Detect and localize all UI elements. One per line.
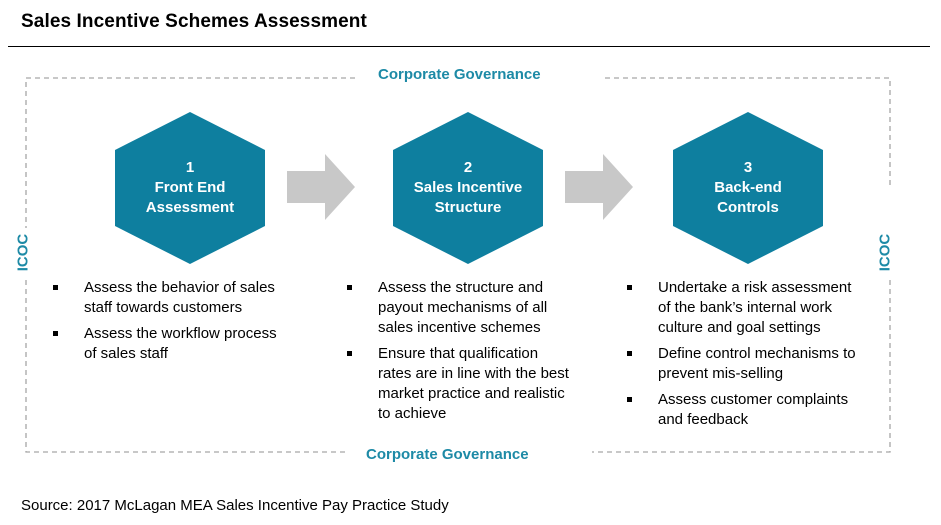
step-1-title-line2: Assessment	[145, 199, 235, 216]
right-arrow-icon	[565, 154, 633, 220]
bullet-line: payout mechanisms of all	[378, 299, 548, 316]
step-2-bullet-list: Assess the structure and payout mechanis…	[347, 278, 617, 430]
step-2-title-line1: Sales Incentive	[413, 179, 523, 196]
title-divider	[8, 46, 930, 47]
bullet-line: rates are in line with the best	[378, 365, 569, 382]
icoc-label-left: ICOC	[14, 233, 32, 272]
list-item: Ensure that qualification rates are in l…	[347, 344, 617, 424]
bullet-icon	[53, 285, 58, 290]
list-item: Assess the workflow process of sales sta…	[53, 324, 323, 364]
list-item: Assess customer complaints and feedback	[627, 390, 907, 430]
step-1-bullet-list: Assess the behavior of sales staff towar…	[53, 278, 323, 370]
icoc-label-right: ICOC	[876, 233, 894, 272]
step-3-number: 3	[743, 159, 753, 176]
bullet-icon	[53, 331, 58, 336]
hexagon-shape	[673, 112, 823, 264]
bullet-line: Assess the structure and	[378, 279, 544, 296]
step-2-hexagon: 2 Sales Incentive Structure	[390, 112, 546, 264]
bullet-icon	[627, 351, 632, 356]
bullet-line: culture and goal settings	[658, 319, 821, 336]
step-2-title-line2: Structure	[434, 199, 502, 216]
step-3-title-line2: Controls	[717, 199, 779, 216]
bullet-icon	[347, 285, 352, 290]
corporate-governance-label-top: Corporate Governance	[378, 66, 541, 83]
hexagon-shape	[115, 112, 265, 264]
step-3-title-line1: Back-end	[714, 179, 782, 196]
step-3-bullet-list: Undertake a risk assessment of the bank’…	[627, 278, 907, 436]
bullet-line: prevent mis-selling	[658, 365, 784, 382]
step-1-hexagon: 1 Front End Assessment	[112, 112, 268, 264]
bullet-line: Ensure that qualification	[378, 345, 539, 362]
bullet-line: of sales staff	[84, 345, 168, 362]
list-item: Assess the structure and payout mechanis…	[347, 278, 617, 338]
bullet-icon	[627, 397, 632, 402]
page-title: Sales Incentive Schemes Assessment	[21, 11, 367, 32]
step-3-hexagon: 3 Back-end Controls	[670, 112, 826, 264]
hexagon-shape	[393, 112, 543, 264]
bullet-line: sales incentive schemes	[378, 319, 541, 336]
list-item: Assess the behavior of sales staff towar…	[53, 278, 323, 318]
list-item: Undertake a risk assessment of the bank’…	[627, 278, 907, 338]
list-item: Define control mechanisms to prevent mis…	[627, 344, 907, 384]
bullet-icon	[627, 285, 632, 290]
right-arrow-icon	[287, 154, 355, 220]
bullet-line: and feedback	[658, 411, 749, 428]
bullet-line: to achieve	[378, 405, 447, 422]
bullet-line: staff towards customers	[84, 299, 243, 316]
bullet-line: Assess the behavior of sales	[84, 279, 275, 296]
corporate-governance-label-bottom: Corporate Governance	[366, 446, 529, 463]
bullet-line: Define control mechanisms to	[658, 345, 856, 362]
step-1-number: 1	[185, 159, 195, 176]
source-note: Source: 2017 McLagan MEA Sales Incentive…	[21, 497, 449, 514]
bullet-line: Assess the workflow process	[84, 325, 277, 342]
bullet-line: market practice and realistic	[378, 385, 565, 402]
step-1-title-line1: Front End	[154, 179, 226, 196]
bullet-line: Assess customer complaints	[658, 391, 849, 408]
bullet-icon	[347, 351, 352, 356]
bullet-line: of the bank’s internal work	[658, 299, 832, 316]
step-2-number: 2	[463, 159, 473, 176]
bullet-line: Undertake a risk assessment	[658, 279, 852, 296]
